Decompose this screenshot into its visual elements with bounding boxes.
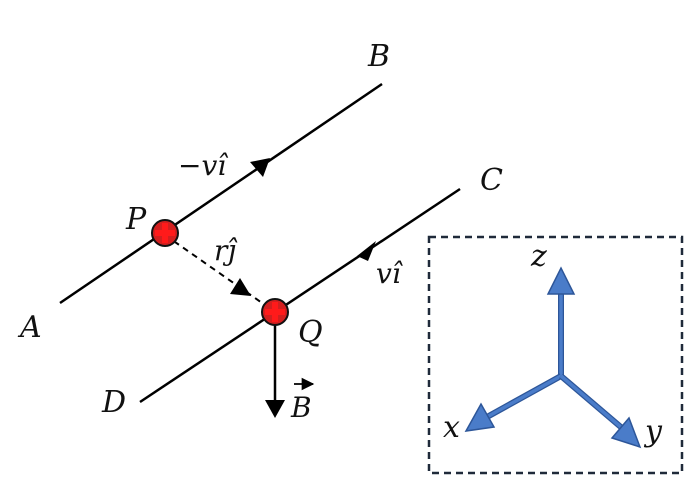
axis-label-y: y [643, 414, 663, 449]
label-field: B [290, 391, 312, 424]
field-arrow-icon [265, 400, 285, 418]
charge-q [261, 298, 289, 326]
velocity-arrow-top-icon [250, 158, 270, 177]
label-separation: rĵ [214, 234, 238, 267]
label-c: C [480, 163, 503, 198]
axis-label-z: z [530, 239, 547, 274]
label-a: A [17, 310, 42, 345]
label-d: D [101, 385, 126, 420]
label-p: P [125, 202, 147, 237]
axis-label-x: x [443, 410, 460, 445]
wire-ab [59, 82, 383, 305]
separation-arrow-icon [230, 278, 251, 296]
label-velocity-top: −vî [178, 149, 228, 182]
wire-dc [139, 187, 461, 404]
axes-inset-box [427, 235, 684, 475]
label-velocity-bottom: vî [376, 257, 403, 290]
axes-icon [464, 266, 642, 449]
label-q: Q [298, 315, 323, 350]
separation-line [164, 234, 276, 313]
velocity-arrow-bottom-icon [357, 241, 376, 261]
charge-p [151, 219, 179, 247]
label-b: B [367, 39, 390, 74]
